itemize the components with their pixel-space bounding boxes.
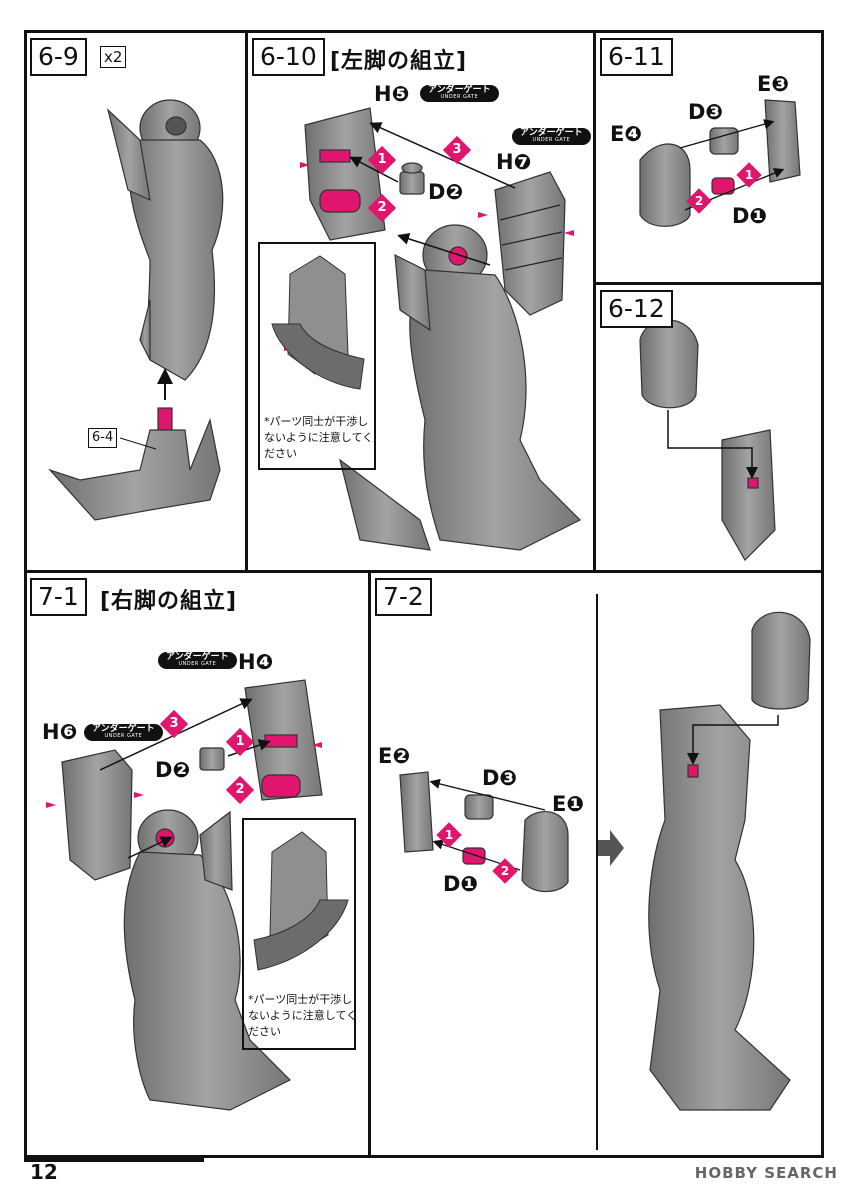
footer-bar <box>24 1156 204 1162</box>
joint-d2 <box>399 162 425 195</box>
step-6-10-number: 6-10 <box>252 38 325 76</box>
step-7-2-number: 7-2 <box>375 578 432 616</box>
interference-note-7-1: *パーツ同士が干渉しないように注意してください <box>248 993 358 1038</box>
multiplier-badge: x2 <box>100 46 127 68</box>
divider-row <box>24 570 824 573</box>
ref-label-6-4: 6-4 <box>88 428 118 448</box>
label-h7: H❼ <box>496 150 532 174</box>
label-d3-7-2: D❸ <box>482 766 518 790</box>
page-number: 12 <box>30 1160 58 1184</box>
detail-inset-6-10: *パーツ同士が干渉しないように注意してください <box>258 242 376 470</box>
step-6-12-number: 6-12 <box>600 290 673 328</box>
callout-1-6-10-text: 1 <box>377 152 387 167</box>
label-e1: E❶ <box>552 792 585 816</box>
shin-plate-h6 <box>61 749 133 881</box>
label-d2-7-1: D❷ <box>155 758 191 782</box>
label-d3: D❸ <box>688 100 724 124</box>
callout-1-6-11-text: 1 <box>744 168 754 182</box>
label-d1: D❶ <box>732 204 768 228</box>
shin-plate-h7 <box>494 171 566 316</box>
sub-divider-7-2 <box>596 594 598 1150</box>
divider-6-9-6-10 <box>245 30 248 570</box>
divider-6-11-6-12 <box>593 282 824 285</box>
step-6-11-number: 6-11 <box>600 38 673 76</box>
leg-body-6-10 <box>339 224 582 551</box>
ref-leader-6-4 <box>120 437 157 450</box>
armor-plate-h5 <box>304 107 386 241</box>
watermark: HOBBY SEARCH <box>694 1164 838 1182</box>
next-arrow <box>598 830 624 866</box>
label-d1-7-2: D❶ <box>443 872 479 896</box>
detail-inset-7-1: *パーツ同士が干渉しないように注意してください <box>242 818 358 1050</box>
callout-2-6-11-text: 2 <box>694 194 704 208</box>
label-h5: H❺ <box>374 82 410 106</box>
knee-parts-7-2 <box>399 771 569 893</box>
step-6-10-title: [左脚の組立] <box>330 49 468 74</box>
armor-plate-h4 <box>244 679 323 801</box>
callout-1-7-1-text: 1 <box>235 734 245 749</box>
knee-cap-e4 <box>639 143 691 227</box>
full-leg-7-2 <box>648 611 811 1111</box>
guide-6-12 <box>667 410 758 479</box>
callout-3-6-10-text: 3 <box>452 142 462 157</box>
label-h4: H❹ <box>238 650 274 674</box>
label-h6: H❻ <box>42 720 78 744</box>
label-d2: D❷ <box>428 180 464 204</box>
step-7-1-title: [右脚の組立] <box>100 589 238 614</box>
step-6-9-number: 6-9 <box>30 38 87 76</box>
detail-art-7-1 <box>253 831 349 971</box>
callout-2-7-1-text: 2 <box>235 782 245 797</box>
divider-7-1-7-2 <box>368 570 371 1158</box>
callout-2-7-2-text: 2 <box>500 864 510 878</box>
interference-note-6-10: *パーツ同士が干渉しないように注意してください <box>264 415 374 460</box>
label-e2: E❷ <box>378 744 411 768</box>
step-7-1-number: 7-1 <box>30 578 87 616</box>
leg-upper-6-9 <box>106 99 224 381</box>
label-e4: E❹ <box>610 122 643 146</box>
guide-7-2 <box>687 715 779 765</box>
joint-d2-7-1 <box>199 747 225 771</box>
callout-1-7-2-text: 1 <box>444 828 454 842</box>
assembly-arrows-6-10 <box>349 122 516 266</box>
page-frame <box>24 30 824 1158</box>
divider-6-10-6-11 <box>593 30 596 570</box>
leg-lower-6-9 <box>48 407 221 521</box>
detail-art-6-10 <box>271 255 365 390</box>
callout-3-7-1-text: 3 <box>169 716 179 731</box>
label-e3: E❸ <box>757 72 790 96</box>
callout-2-6-10-text: 2 <box>377 200 387 215</box>
knee-6-12 <box>639 319 776 561</box>
